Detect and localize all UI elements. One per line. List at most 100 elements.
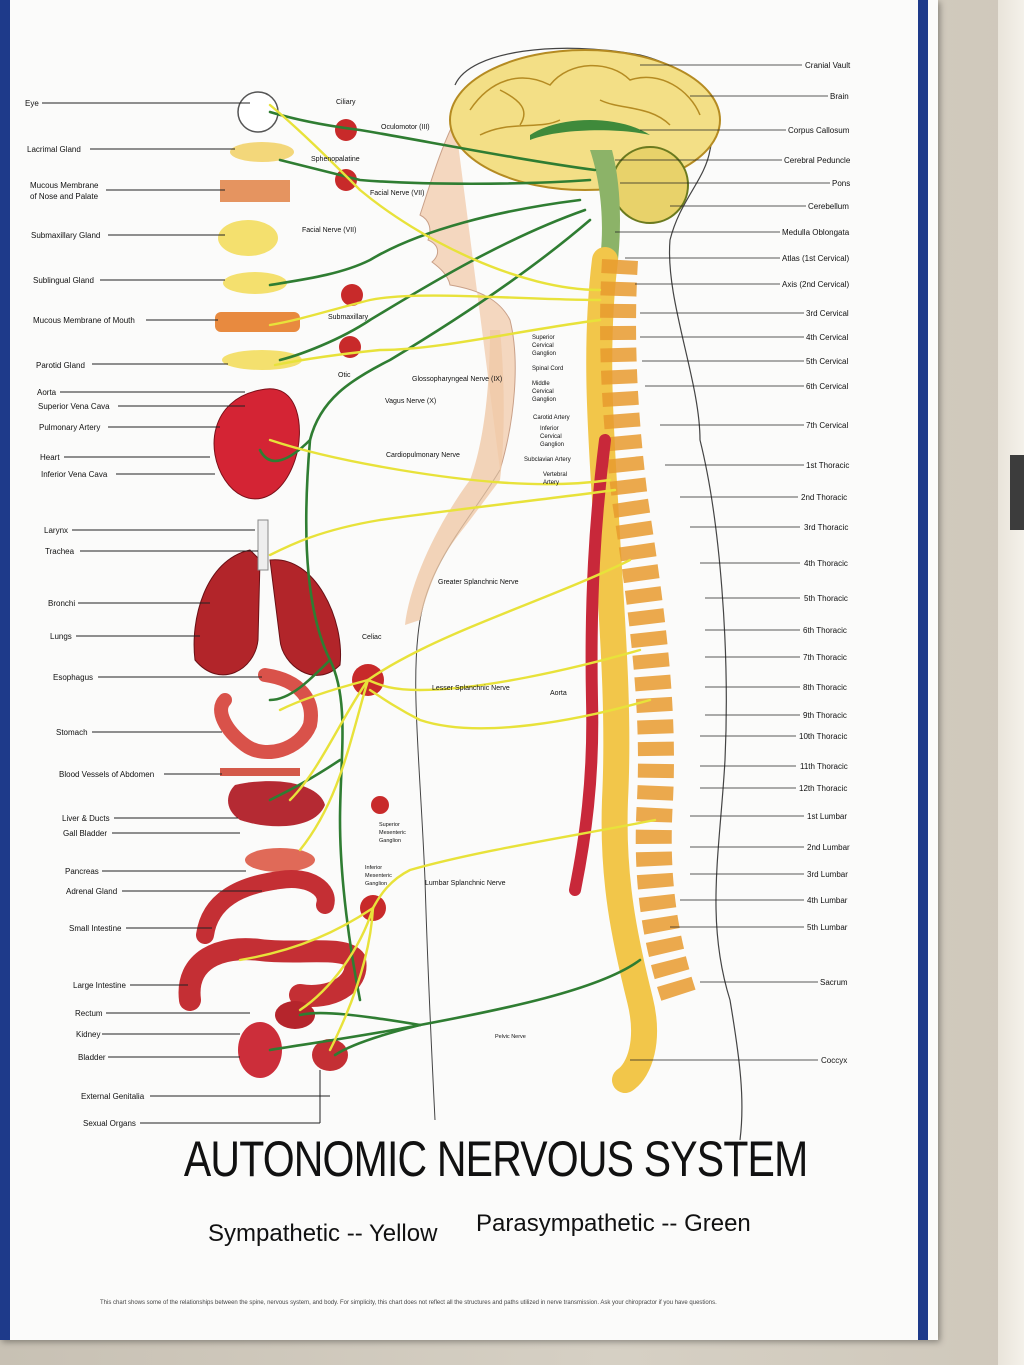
label-l2: 2nd Lumbar (807, 843, 850, 852)
label-submaxillary-gland: Submaxillary Gland (31, 231, 100, 240)
label-lumbar-splanchnic: Lumbar Splanchnic Nerve (425, 880, 506, 887)
label-liver-ducts: Liver & Ducts (62, 814, 110, 823)
corpus-callosum (530, 120, 650, 140)
label-medulla-oblongata: Medulla Oblongata (782, 228, 850, 237)
label-c6: 6th Cervical (806, 382, 848, 391)
label-subclavian-artery: Subclavian Artery (524, 457, 571, 463)
label-kidney: Kidney (76, 1030, 100, 1039)
legend-sympathetic: Sympathetic -- Yellow (208, 1220, 438, 1247)
spinal-column (569, 247, 698, 1093)
label-bronchi: Bronchi (48, 599, 75, 608)
label-superior-mesenteric-3: Ganglion (379, 838, 401, 844)
label-corpus-callosum: Corpus Callosum (788, 126, 850, 135)
label-t5: 5th Thoracic (804, 594, 848, 603)
left-labels: Eye Lacrimal Gland Mucous Membrane of No… (25, 99, 154, 1128)
parotid-gland-organ (222, 350, 302, 370)
label-pons: Pons (832, 179, 850, 188)
brainstem (590, 150, 620, 260)
label-external-genitalia: External Genitalia (81, 1092, 145, 1101)
label-glossopharyngeal: Glossopharyngeal Nerve (IX) (412, 376, 502, 383)
label-l4: 4th Lumbar (807, 896, 848, 905)
label-sphenopalatine: Sphenopalatine (311, 156, 360, 163)
label-t10: 10th Thoracic (799, 732, 847, 741)
nose-membrane-organ (220, 180, 290, 202)
label-sublingual-gland: Sublingual Gland (33, 276, 94, 285)
lungs-organ (193, 549, 342, 676)
label-parotid-gland: Parotid Gland (36, 361, 85, 370)
label-trachea: Trachea (45, 547, 75, 556)
label-stomach: Stomach (56, 728, 88, 737)
label-superior-cervical-1: Superior (532, 335, 555, 341)
label-cerebellum: Cerebellum (808, 202, 849, 211)
right-labels: Cranial Vault Brain Corpus Callosum Cere… (782, 61, 851, 1065)
label-t3: 3rd Thoracic (804, 523, 848, 532)
label-inferior-cervical-2: Cervical (540, 434, 562, 440)
label-submaxillary: Submaxillary (328, 314, 369, 321)
label-superior-mesenteric-1: Superior (379, 822, 400, 828)
esophagus-stomach-organ (214, 668, 318, 760)
bladder-organ (238, 1022, 282, 1078)
submaxillary-ganglion (341, 284, 363, 306)
label-superior-cervical-2: Cervical (532, 343, 554, 349)
heart-organ (213, 388, 300, 500)
large-intestine-organ (178, 938, 367, 1011)
sphenopalatine-ganglion (335, 169, 357, 191)
ciliary-ganglion (335, 119, 357, 141)
label-sacrum: Sacrum (820, 978, 848, 987)
middle-labels: Ciliary Oculomotor (III) Sphenopalatine … (302, 99, 571, 1040)
superior-mesenteric-ganglion (371, 796, 389, 814)
spinal-vertebrae-shading (600, 258, 698, 1006)
label-rectum: Rectum (75, 1009, 103, 1018)
label-blood-vessels-abdomen: Blood Vessels of Abdomen (59, 770, 154, 779)
label-t8: 8th Thoracic (803, 683, 847, 692)
left-leaders (42, 102, 330, 1124)
label-t1: 1st Thoracic (806, 461, 849, 470)
poster-border-left (0, 0, 10, 1340)
parasympathetic-nerves (258, 110, 642, 1057)
label-t7: 7th Thoracic (803, 653, 847, 662)
label-c4: 4th Cervical (806, 333, 848, 342)
label-celiac: Celiac (362, 634, 382, 641)
label-t11: 11th Thoracic (800, 762, 848, 771)
label-ciliary: Ciliary (336, 99, 356, 106)
neck-skin (405, 330, 504, 625)
label-t4: 4th Thoracic (804, 559, 848, 568)
label-lesser-splanchnic: Lesser Splanchnic Nerve (432, 685, 510, 692)
label-cerebral-peduncle: Cerebral Peduncle (784, 156, 851, 165)
label-t6: 6th Thoracic (803, 626, 847, 635)
label-middle-cervical-3: Ganglion (532, 397, 556, 403)
label-inferior-vena-cava: Inferior Vena Cava (41, 470, 108, 479)
label-oculomotor: Oculomotor (III) (381, 124, 430, 131)
label-vagus: Vagus Nerve (X) (385, 398, 436, 405)
label-heart: Heart (40, 453, 60, 462)
label-aorta-middle: Aorta (550, 690, 567, 697)
label-pancreas: Pancreas (65, 867, 99, 876)
label-inferior-mesenteric-2: Mesenteric (365, 873, 392, 879)
label-sexual-organs: Sexual Organs (83, 1119, 136, 1128)
diagram-canvas: Eye Lacrimal Gland Mucous Membrane of No… (25, 47, 851, 1141)
poster-title: AUTONOMIC NERVOUS SYSTEM (183, 1131, 808, 1187)
label-facial-nerve-1: Facial Nerve (VII) (370, 190, 424, 197)
label-inferior-cervical-3: Ganglion (540, 442, 564, 448)
label-l5: 5th Lumbar (807, 923, 848, 932)
label-brain: Brain (830, 92, 849, 101)
label-inferior-cervical-1: Inferior (540, 426, 559, 432)
mouth-membrane-organ (215, 312, 300, 332)
label-c7: 7th Cervical (806, 421, 848, 430)
label-large-intestine: Large Intestine (73, 981, 126, 990)
pancreas-organ (245, 848, 315, 872)
label-inferior-mesenteric-3: Ganglion (365, 881, 387, 887)
liver-organ (228, 781, 325, 827)
label-spinal-cord: Spinal Cord (532, 366, 563, 372)
door-hinge (1010, 455, 1024, 530)
kidney-organ (275, 1001, 315, 1029)
label-middle-cervical-1: Middle (532, 381, 550, 387)
label-pelvic-nerve: Pelvic Nerve (495, 1034, 526, 1040)
label-gall-bladder: Gall Bladder (63, 829, 107, 838)
label-mucous-membrane-nose-2: of Nose and Palate (30, 192, 99, 201)
small-intestine-organ (196, 870, 335, 944)
abdominal-vessels-organ (220, 768, 300, 776)
label-lungs: Lungs (50, 632, 72, 641)
label-t12: 12th Thoracic (799, 784, 847, 793)
label-atlas: Atlas (1st Cervical) (782, 254, 849, 263)
